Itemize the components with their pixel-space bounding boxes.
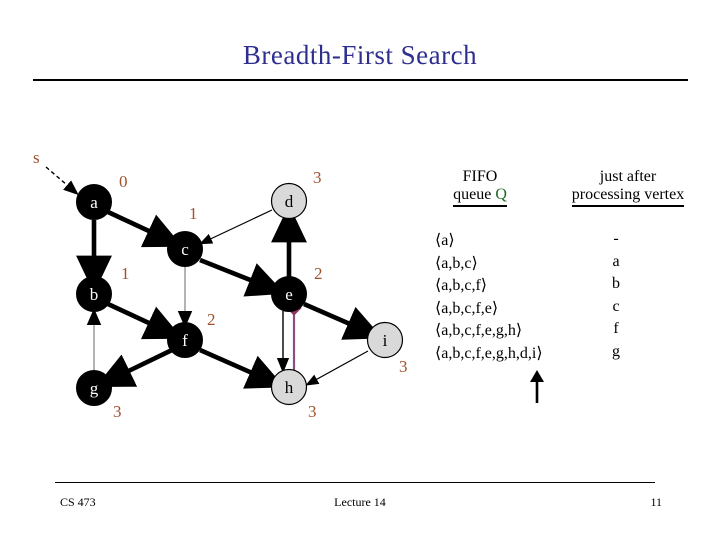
bfs-queue-table: FIFO queue Q just after processing verte… (425, 168, 715, 403)
table-row: ⟨a,b,c,f,e⟩ c (425, 298, 715, 321)
node-c[interactable]: c (167, 231, 203, 267)
distance-labels: 0 1 1 3 2 2 3 3 3 s (33, 148, 408, 421)
node-i[interactable]: i (366, 321, 404, 359)
edge-a-c (107, 209, 183, 248)
node-h-label: h (285, 378, 294, 397)
vertex-header-line1: just after (599, 168, 657, 185)
node-b-label: b (90, 285, 99, 304)
queue-cell: ⟨a,b,c,f⟩ (435, 277, 488, 294)
graph-edges (76, 204, 383, 389)
queue-symbol: Q (495, 186, 507, 203)
title-divider (33, 79, 688, 81)
node-a-label: a (90, 193, 98, 212)
edge-i-h (305, 350, 369, 386)
node-g[interactable]: g (76, 370, 112, 406)
node-h[interactable]: h (270, 368, 308, 406)
node-b[interactable]: b (76, 276, 112, 312)
dist-label-c: 1 (189, 204, 198, 223)
page-title: Breadth-First Search (242, 40, 478, 70)
vertex-header-line2: processing vertex (571, 186, 685, 207)
queue-header-word: queue (453, 186, 492, 203)
source-pointer (45, 166, 79, 196)
queue-column-header: FIFO queue Q (425, 168, 535, 207)
bfs-graph: a b c d e (0, 95, 430, 435)
node-d[interactable]: d (270, 182, 308, 220)
queue-cell: ⟨a⟩ (435, 232, 455, 249)
node-f[interactable]: f (167, 322, 203, 358)
vertex-cell: a (612, 252, 620, 270)
node-a[interactable]: a (76, 184, 112, 220)
vertex-cell: c (612, 297, 620, 315)
edge-f-g (95, 347, 174, 388)
footer-lecture: Lecture 14 (334, 495, 386, 509)
node-e-label: e (285, 285, 293, 304)
queue-header-line1: FIFO (462, 168, 498, 185)
dist-label-h: 3 (308, 402, 317, 421)
dist-label-e: 2 (314, 264, 323, 283)
vertex-cell: f (613, 320, 619, 337)
node-d-label: d (285, 192, 294, 211)
dist-label-d: 3 (313, 168, 322, 187)
dist-label-b: 1 (121, 264, 130, 283)
edge-f-h (199, 347, 285, 389)
table-row: ⟨a,b,c,f⟩ b (425, 275, 715, 298)
footer-course: CS 473 (60, 495, 96, 509)
dist-label-f: 2 (207, 310, 216, 329)
footer-page-number: 11 (650, 495, 662, 509)
dist-label-g: 3 (113, 402, 122, 421)
vertex-cell: g (612, 342, 620, 360)
edge-c-e (199, 257, 286, 297)
dist-label-a: 0 (119, 172, 128, 191)
queue-cell: ⟨a,b,c,f,e,g,h⟩ (435, 322, 523, 339)
edge-b-f (107, 301, 183, 340)
queue-cell: ⟨a,b,c⟩ (435, 254, 478, 272)
table-row: ⟨a,b,c⟩ a (425, 253, 715, 276)
vertex-cell: b (612, 275, 620, 292)
vertex-column-header: just after processing vertex (543, 168, 713, 207)
table-header: FIFO queue Q just after processing verte… (425, 168, 715, 216)
edge-e-i (303, 301, 383, 340)
graph-nodes: a b c d e (76, 182, 404, 406)
queue-header-line2: queue Q (453, 186, 507, 207)
vertex-cell: - (613, 230, 619, 247)
dist-label-i: 3 (399, 357, 408, 376)
up-arrow-icon (526, 370, 548, 404)
queue-cell: ⟨a,b,c,f,e,g,h,d,i⟩ (435, 344, 543, 362)
node-c-label: c (181, 240, 189, 259)
source-label: s (33, 148, 40, 167)
node-g-label: g (90, 379, 99, 398)
node-i-label: i (383, 331, 388, 350)
queue-cell: ⟨a,b,c,f,e⟩ (435, 299, 499, 317)
table-row: ⟨a⟩ - (425, 230, 715, 253)
table-row: ⟨a,b,c,f,e,g,h,d,i⟩ g (425, 343, 715, 366)
table-body: ⟨a⟩ - ⟨a,b,c⟩ a ⟨a,b,c,f⟩ b ⟨a,b,c,f,e⟩ … (425, 230, 715, 403)
table-row: ⟨a,b,c,f,e,g,h⟩ f (425, 320, 715, 343)
node-f-label: f (182, 331, 188, 350)
footer-divider (55, 482, 655, 483)
edge-d-c (199, 209, 273, 245)
node-e[interactable]: e (271, 276, 307, 312)
